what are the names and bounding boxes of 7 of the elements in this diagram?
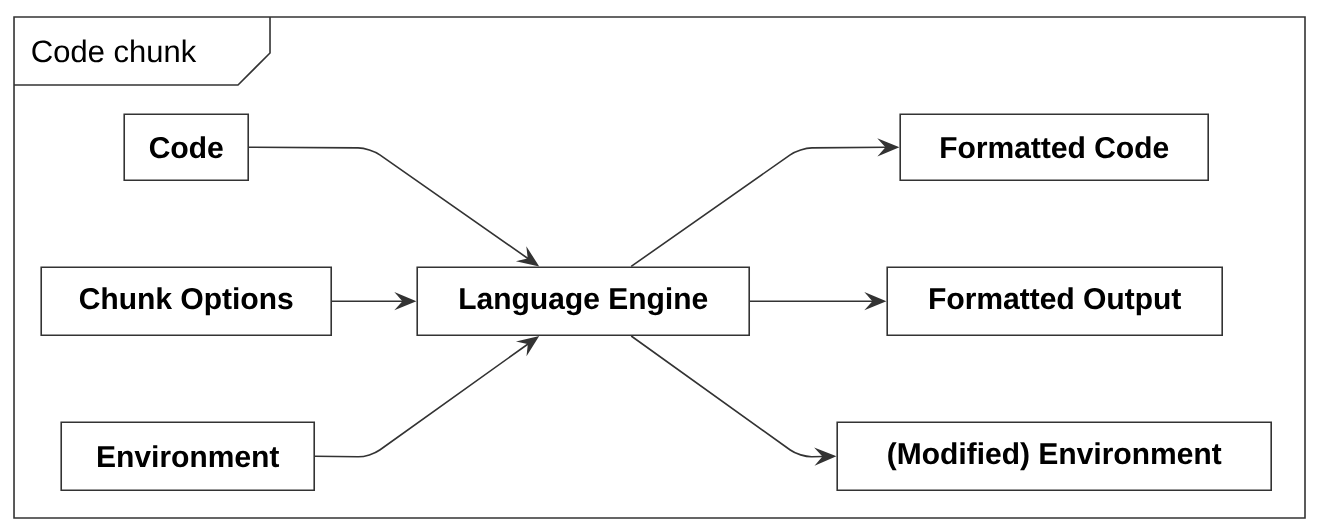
- process-box: Formatted Code: [899, 113, 1209, 181]
- process-box: (Modified) Environment: [836, 421, 1272, 491]
- process-box: Language Engine: [416, 266, 750, 336]
- process-box: Chunk Options: [40, 266, 332, 336]
- process-box: Formatted Output: [886, 266, 1223, 336]
- process-box: Environment: [60, 421, 315, 491]
- process-box: Code: [123, 113, 249, 181]
